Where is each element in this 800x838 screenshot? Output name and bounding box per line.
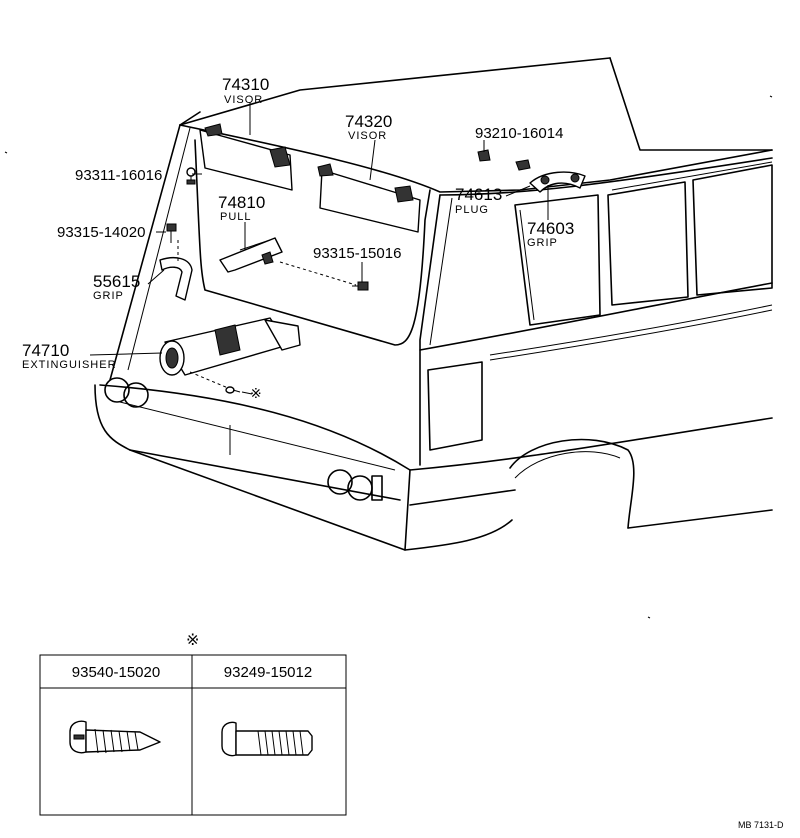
- callout-name: PULL: [220, 211, 252, 223]
- clip-93210: [477, 149, 531, 171]
- grip-55615: [159, 257, 193, 301]
- pull-74810: [219, 237, 283, 273]
- callout-name: GRIP: [93, 290, 124, 302]
- callout-number: 93315-14020: [57, 224, 145, 241]
- connector-lines: [177, 240, 357, 389]
- fastener-table: ※ 93540-15020 93249-15012: [39, 632, 347, 816]
- extinguisher-74710: [159, 317, 301, 376]
- screw-93315-14020: [166, 223, 177, 243]
- callout-name: VISOR: [348, 130, 387, 142]
- callout-74710: 74710 EXTINGUISHER: [22, 341, 117, 371]
- margin-marks: [4, 95, 773, 619]
- visor-right: [317, 163, 421, 233]
- visor-left: [199, 123, 293, 191]
- table-border: [39, 654, 347, 816]
- asterisk-marker: ※: [250, 385, 262, 401]
- callout-number: 93311-16016: [75, 167, 162, 184]
- callout-number: 93315-15016: [313, 245, 401, 262]
- callout-number: 55615: [93, 272, 140, 291]
- callout-74310: 74310 VISOR: [222, 75, 269, 106]
- bolt-icon: [221, 721, 313, 757]
- table-col-header: 93249-15012: [224, 664, 312, 681]
- diagram-code: MB 7131-D: [738, 820, 784, 830]
- callout-74603: 74603 GRIP: [527, 219, 574, 249]
- callout-93315-15016: 93315-15016: [313, 245, 401, 262]
- callout-number: 74710: [22, 341, 69, 360]
- callout-number: 74810: [218, 193, 265, 212]
- callout-number: 74310: [222, 75, 269, 94]
- callout-name: VISOR: [224, 94, 263, 106]
- callout-number: 74613: [455, 185, 502, 204]
- screw-93315-15016: [352, 281, 369, 291]
- callout-name: GRIP: [527, 237, 558, 249]
- table-marker: ※: [186, 632, 199, 649]
- table-col-header: 93540-15020: [72, 664, 160, 681]
- screw-asterisk: [225, 386, 241, 394]
- screw-93311: [186, 167, 196, 185]
- leader-lines: [89, 102, 549, 395]
- callout-55615: 55615 GRIP: [93, 272, 140, 302]
- tail-lights: [104, 377, 383, 501]
- callout-74613: 74613 PLUG: [455, 185, 502, 216]
- callout-93315-14020: 93315-14020: [57, 224, 145, 241]
- callout-number: 74603: [527, 219, 574, 238]
- callout-74320: 74320 VISOR: [345, 112, 392, 142]
- vehicle-body: [94, 57, 773, 551]
- callout-93210-16014: 93210-16014: [475, 125, 563, 142]
- grip-74603: [529, 171, 586, 193]
- callout-name: PLUG: [455, 204, 489, 216]
- callout-93311-16016: 93311-16016: [75, 167, 162, 184]
- callout-number: 93210-16014: [475, 125, 563, 142]
- callout-number: 74320: [345, 112, 392, 131]
- callout-name: EXTINGUISHER: [22, 359, 117, 371]
- tapping-screw-icon: [69, 720, 161, 754]
- callout-74810: 74810 PULL: [218, 193, 265, 223]
